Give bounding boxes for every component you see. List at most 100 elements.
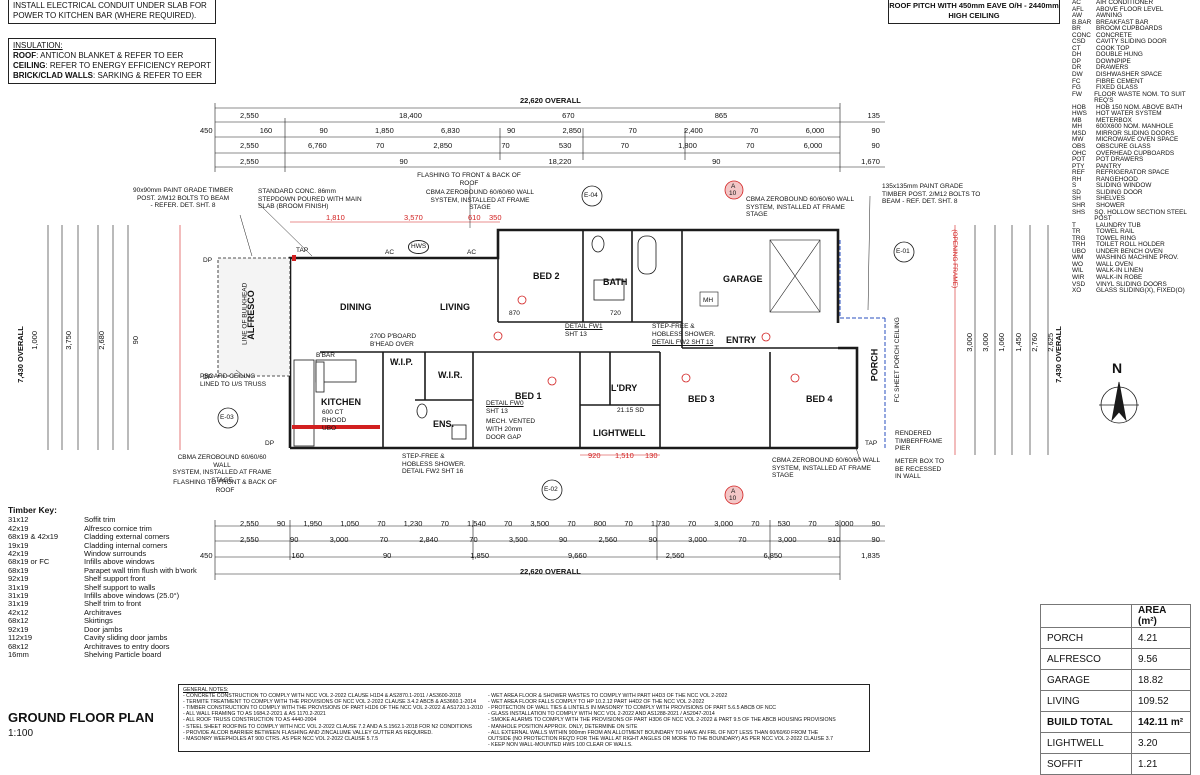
dim-value: 1,670 <box>861 157 880 166</box>
room-kitchen: KITCHEN <box>321 397 361 407</box>
timber-size: 42x12 <box>8 607 29 617</box>
legend-abbr: RH <box>1072 175 1082 183</box>
legend-desc: SQ. HOLLOW SECTION STEEL POST <box>1094 208 1187 223</box>
timber-use: Soffit trim <box>84 515 116 525</box>
legend-desc: OVERHEAD CUPBOARDS <box>1096 149 1175 157</box>
red-dim-4: 350 <box>489 213 502 222</box>
legend-abbr: BR <box>1072 25 1081 33</box>
callout-line: POST. 2/M12 BOLTS TO BEAM <box>136 194 230 202</box>
legend-desc: GLASS SLIDING(X), FIXED(O) <box>1096 287 1185 295</box>
detail-fw0-sheet: SHT 13 <box>486 408 508 415</box>
alfresco-area <box>217 257 291 377</box>
dim-value: 2,840 <box>419 535 439 544</box>
floor-plan-drawing <box>47 103 1139 580</box>
insulation-ceiling-key: CEILING <box>13 61 46 70</box>
door-gap-label: DOOR GAP <box>486 434 522 441</box>
dim-value: 2,550 <box>240 111 259 120</box>
callout-line: STEP-FREE & <box>402 453 445 460</box>
room-porch: PORCH <box>869 348 880 382</box>
legend-abbr: MSD <box>1072 129 1087 137</box>
legend-abbr: CT <box>1072 44 1081 52</box>
legend-abbr: POT <box>1072 156 1086 164</box>
legend-abbr: AW <box>1072 12 1083 20</box>
kitchen-rangehood: RHOOD <box>322 417 347 424</box>
dim-value: 2,680 <box>97 330 107 350</box>
hws-label: HWS <box>408 240 430 254</box>
timber-size: 92x19 <box>8 624 29 634</box>
ac-label-2: AC <box>467 249 477 256</box>
callout-line: LINED TO U/S TRUSS <box>200 380 267 388</box>
legend-desc: TOWEL RING <box>1096 234 1137 242</box>
timber-key-row: 92x19 Door jambs <box>8 624 208 634</box>
dim-value: 1,230 <box>403 519 423 528</box>
legend-desc: FLOOR WASTE NOM. TO SUIT REQ'S <box>1094 90 1186 105</box>
area-value: 1.21 <box>1131 753 1191 775</box>
timber-use: Door jambs <box>84 624 123 634</box>
legend-abbr: FC <box>1072 77 1081 85</box>
elevation-markers <box>217 185 915 501</box>
general-notes-left: - CONCRETE CONSTRUCTION TO COMPLY WITH N… <box>183 693 488 748</box>
legend-desc: SHOWER <box>1096 201 1125 209</box>
stepfree-label: STEP-FREE & <box>652 323 695 330</box>
dim-value: 70 <box>379 535 388 544</box>
legend-desc: AIR CONDITIONER <box>1096 0 1154 6</box>
area-table-header: AREA (m²) <box>1040 604 1191 628</box>
dim-value: 90 <box>871 535 880 544</box>
timber-use: Architraves <box>84 607 122 617</box>
room-garage: GARAGE <box>723 274 763 284</box>
dim-value: 2,560 <box>598 535 618 544</box>
timber-use: Shelf support to walls <box>84 582 156 592</box>
legend-desc: VINYL SLIDING DOORS <box>1096 280 1167 288</box>
timber-size: 68x19 <box>8 565 29 575</box>
room-entry: ENTRY <box>726 335 757 345</box>
overall-top: 22,620 OVERALL <box>520 96 581 105</box>
callout-line: CBMA ZEROBOUND 60/60/60 WALL <box>772 457 881 464</box>
area-name: GARAGE <box>1040 669 1132 691</box>
dim-value: 1,850 <box>470 551 490 560</box>
timber-size: 112x19 <box>8 633 33 643</box>
general-notes-title: GENERAL NOTES: <box>183 687 229 693</box>
room-ens: ENS. <box>433 419 455 429</box>
dim-value: 2,400 <box>684 126 703 135</box>
roof-pitch-note: ROOF PITCH WITH 450mm EAVE O/H - 2440mm … <box>888 0 1060 24</box>
dim-value: 2,760 <box>1029 333 1039 352</box>
general-note: - KEEP NON WALL-MOUNTED HWS 100 CLEAR OF… <box>488 741 633 748</box>
tap-label-1: TAP <box>296 247 309 254</box>
red-dim-6: 1,510 <box>615 451 634 460</box>
bath-fixtures <box>416 235 657 440</box>
legend-desc: LAUNDRY TUB <box>1096 221 1141 229</box>
dim-value: 1,060 <box>997 333 1007 352</box>
legend-desc: METERBOX <box>1096 116 1132 124</box>
area-name: PORCH <box>1040 627 1132 649</box>
callout-line: IN WALL <box>895 473 921 480</box>
legend-abbr: OHC <box>1072 149 1087 157</box>
timber-size: 68x12 <box>8 641 29 651</box>
timber-size: 42x19 <box>8 549 29 559</box>
overall-bottom: 22,620 OVERALL <box>520 567 581 576</box>
elevation-e02: E-02 <box>544 486 558 493</box>
timber-size: 92x19 <box>8 574 29 584</box>
dim-value: 3,000 <box>329 535 349 544</box>
dim-value: 2,625 <box>1045 333 1055 352</box>
legend-desc: CAVITY SLIDING DOOR <box>1096 38 1167 46</box>
garage-void <box>699 239 821 313</box>
dim-value: 70 <box>567 519 576 528</box>
dim-value: 3,000 <box>965 333 974 352</box>
legend-desc: 600X600 NOM. MANHOLE <box>1096 123 1174 131</box>
legend-abbr: B.BAR <box>1072 18 1092 26</box>
